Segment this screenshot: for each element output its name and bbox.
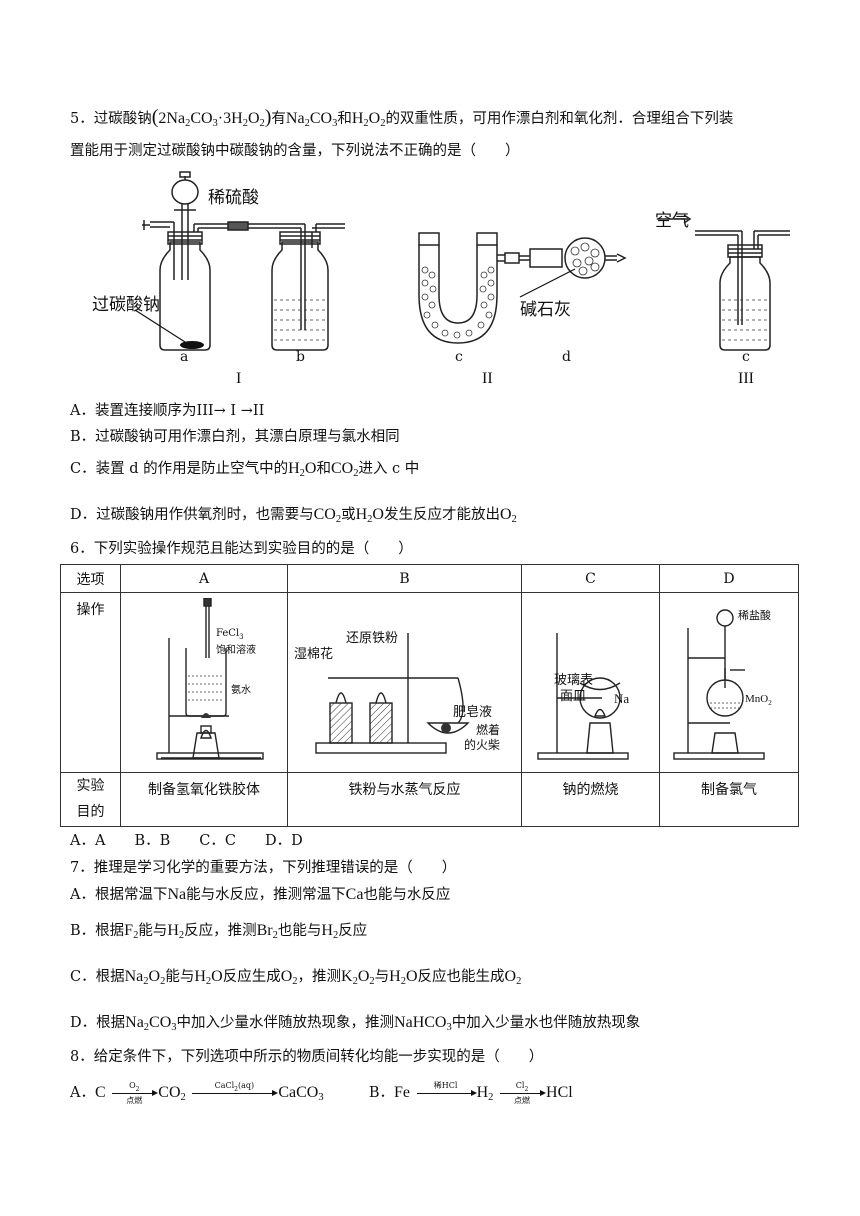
apparatus-I-figure	[134, 171, 345, 351]
arrow-cacl2: CaCl2(aq)	[190, 1081, 279, 1104]
header-option: 选项	[60, 564, 121, 593]
label-watch-glass: 玻璃表	[554, 673, 594, 688]
row-label-operation: 操作	[60, 592, 121, 773]
q6-table: 选项 A B C D 操作	[60, 564, 799, 827]
apparatus-c-figure	[537, 633, 629, 760]
label-a: a	[180, 349, 189, 365]
figure-cell-a: FeCl3 饱和溶液 氨水	[120, 592, 288, 773]
label-wet-cotton: 湿棉花	[294, 647, 334, 662]
label-sodium-percarbonate: 过碳酸钠	[92, 295, 160, 315]
q6-stem: 6．下列实验操作规范且能达到实验目的的是（ ）	[70, 541, 413, 557]
q5-option-c: C．装置 d 的作用是防止空气中的H2O和CO2进入 c 中	[70, 460, 420, 479]
q5-option-d: D．过碳酸钠用作供氧剂时，也需要与CO2或H2O发生反应才能放出O2	[70, 506, 517, 525]
label-apparatus-I: I	[236, 370, 242, 387]
q7-option-c: C．根据Na2O2能与H2O反应生成O2，推测K2O2与H2O反应也能生成O2	[70, 968, 522, 987]
label-na: Na	[614, 691, 630, 706]
label-soda-lime: 碱石灰	[520, 300, 571, 320]
label-dish: 面皿	[560, 689, 587, 704]
row-label-purpose: 实验目的	[60, 772, 121, 827]
label-d: d	[562, 349, 571, 365]
header-d: D	[659, 564, 799, 593]
label-soap-solution: 肥皂液	[453, 705, 493, 720]
purpose-d: 制备氯气	[659, 772, 799, 827]
header-b: B	[287, 564, 522, 593]
apparatus-III-figure	[658, 214, 790, 351]
figure-cell-c: 玻璃表 面皿 Na	[521, 592, 660, 773]
q7-stem: 7．推理是学习化学的重要方法，下列推理错误的是（ ）	[70, 860, 457, 876]
purpose-c: 钠的燃烧	[521, 772, 660, 827]
label-burning: 燃着	[476, 723, 501, 737]
label-mno2: MnO2	[745, 693, 772, 707]
label-apparatus-II: II	[482, 370, 493, 387]
figure-cell-d: 稀盐酸 MnO2	[659, 592, 799, 773]
q7-option-a: A．根据常温下Na能与水反应，推测常温下Ca也能与水反应	[70, 886, 451, 903]
label-match: 的火柴	[464, 738, 501, 752]
header-c: C	[521, 564, 660, 593]
label-dilute-sulfuric-acid: 稀硫酸	[208, 188, 259, 208]
apparatus-b-figure	[315, 633, 470, 754]
label-c1: c	[455, 349, 463, 365]
apparatus-a-figure	[156, 598, 264, 760]
q6-options: A．A B．B C．C D．D	[70, 833, 303, 849]
label-dilute-hcl: 稀盐酸	[738, 609, 771, 622]
q5-option-b: B．过碳酸钠可用作漂白剂，其漂白原理与氯水相同	[70, 429, 400, 445]
label-air: 空气	[655, 211, 689, 231]
q5-stem-line1: 5．过碳酸钠(2Na2CO3·3H2O2)有Na2CO3和H2O2的双重性质，可…	[70, 106, 734, 129]
label-fecl3: FeCl3	[216, 628, 244, 641]
q5-stem-line2: 置能用于测定过碳酸钠中碳酸钠的含量，下列说法不正确的是（ ）	[70, 143, 520, 159]
formula-paren: (	[151, 106, 159, 128]
apparatus-II-figure	[418, 232, 627, 344]
q7-option-d: D．根据Na2CO3中加入少量水伴随放热现象，推测NaHCO3中加入少量水也伴随…	[70, 1014, 641, 1033]
figure-cell-b: 还原铁粉 湿棉花 肥皂液 燃着 的火柴	[287, 592, 522, 773]
q5-option-a: A．装置连接顺序为III→ I →II	[70, 403, 265, 419]
apparatus-d-figure	[673, 609, 765, 760]
label-apparatus-III: III	[738, 370, 754, 387]
label-ammonia: 氨水	[231, 685, 251, 696]
purpose-b: 铁粉与水蒸气反应	[287, 772, 522, 827]
label-b: b	[296, 349, 305, 365]
purpose-a: 制备氢氧化铁胶体	[120, 772, 288, 827]
label-iron-powder: 还原铁粉	[346, 631, 399, 646]
label-c2: c	[742, 349, 750, 365]
q7-option-b: B．根据F2能与H2反应，推测Br2也能与H2反应	[70, 922, 368, 941]
arrow-dilute-hcl: 稀HCl	[415, 1081, 477, 1104]
label-saturated-solution: 饱和溶液	[216, 645, 256, 656]
header-a: A	[120, 564, 288, 593]
q8-stem: 8．给定条件下，下列选项中所示的物质间转化均能一步实现的是（ ）	[70, 1049, 544, 1065]
